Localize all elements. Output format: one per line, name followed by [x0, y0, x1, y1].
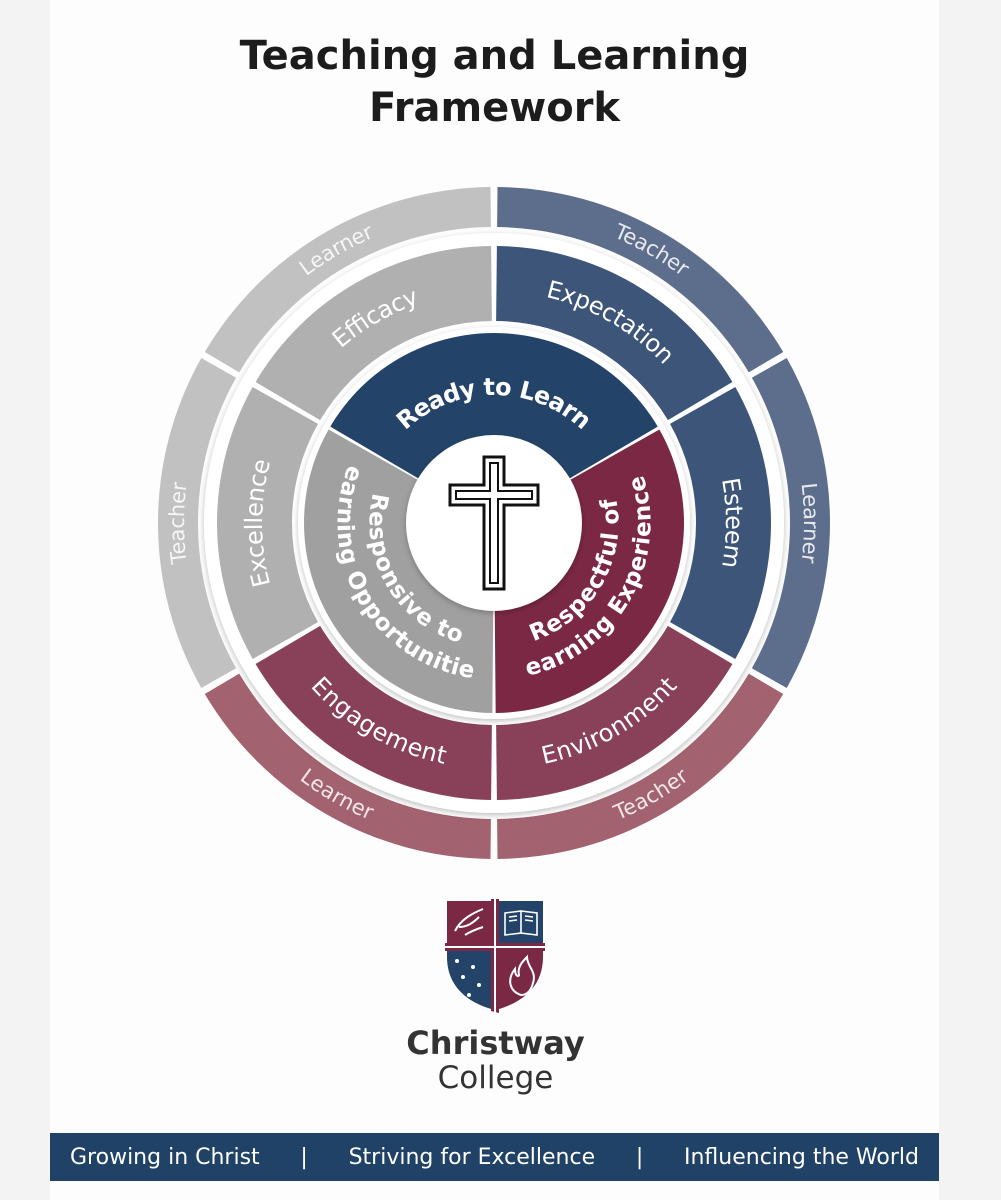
outer-label: Learner — [797, 482, 824, 565]
motto-separator: | — [300, 1144, 308, 1170]
motto-separator: | — [635, 1144, 644, 1170]
hub-circle — [406, 435, 582, 611]
crest-quarter-tl — [447, 901, 491, 943]
crest-quarter-br — [499, 951, 543, 1009]
crest-quarter-bl — [447, 951, 491, 1009]
center-hub — [406, 435, 582, 611]
stars-icon — [455, 959, 481, 997]
flame-icon — [509, 954, 535, 997]
middle-label: Esteem — [716, 476, 748, 570]
college-name-line-2: College — [437, 1060, 554, 1096]
outer-label: Teacher — [165, 481, 192, 567]
core-segment-ready — [330, 333, 658, 483]
middle-segment — [496, 246, 733, 421]
book-icon — [504, 910, 538, 936]
title-line-2: Framework — [368, 85, 621, 131]
outer-segment — [204, 673, 491, 859]
page-title: Teaching and Learning Framework — [50, 30, 939, 134]
motto-item-1: Growing in Christ — [70, 1144, 260, 1170]
outer-segment — [497, 187, 784, 373]
middle-segment — [669, 387, 771, 659]
outer-segment — [751, 358, 830, 688]
middle-segment — [255, 625, 492, 800]
outer-segment — [204, 187, 491, 373]
middle-segment — [216, 387, 319, 659]
college-name-line-1: Christway — [406, 1024, 585, 1062]
motto-item-3: Influencing the World — [684, 1144, 919, 1170]
middle-segment — [496, 625, 733, 800]
motto-item-2: Striving for Excellence — [348, 1144, 596, 1170]
college-crest — [445, 899, 545, 1013]
cross-icon — [448, 455, 540, 591]
outer-segment — [497, 673, 784, 859]
middle-segment — [255, 246, 492, 421]
dove-icon — [454, 908, 484, 936]
core-segment-responsive — [304, 429, 494, 713]
outer-segment — [158, 358, 237, 688]
title-line-1: Teaching and Learning — [239, 33, 750, 79]
core-segment-respectful — [494, 429, 684, 713]
motto-band: Growing in Christ | Striving for Excelle… — [50, 1133, 939, 1181]
core-ring — [304, 333, 684, 713]
